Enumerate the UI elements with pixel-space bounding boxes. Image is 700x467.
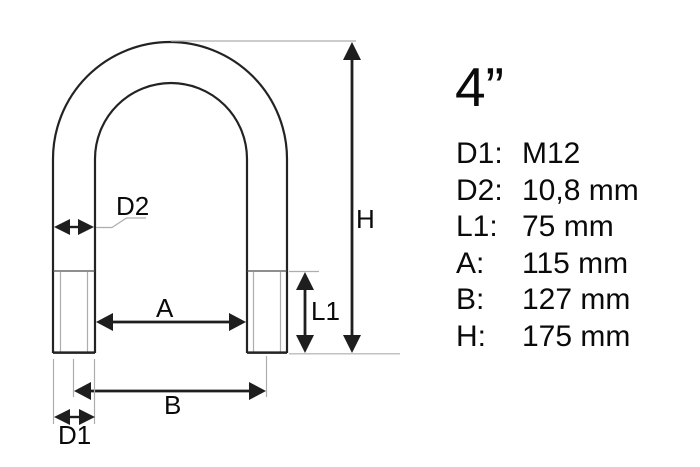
spec-value: 115 mm [522, 246, 629, 280]
left-thread-root-lines [59, 272, 89, 352]
u-bolt-drawing: D2 H L1 A [51, 40, 400, 450]
b-arrowhead-right [249, 382, 266, 400]
spec-row-b: B: 127 mm [456, 282, 639, 319]
spec-row-d1: D1: M12 [456, 136, 639, 173]
u-bolt-outer-contour [51, 40, 289, 353]
a-label: A [156, 293, 174, 323]
d2-label: D2 [116, 191, 149, 221]
spec-row-a: A: 115 mm [456, 246, 639, 283]
spec-value: 10,8 mm [522, 173, 639, 207]
h-label: H [356, 204, 375, 234]
l1-arrowhead-top [296, 272, 314, 290]
b-arrowhead-left [74, 382, 91, 400]
dimension-b: B [72, 356, 268, 420]
spec-label: D2: [456, 173, 503, 207]
spec-value: 127 mm [522, 283, 631, 316]
spec-row-h: H: 175 mm [456, 319, 639, 356]
b-label: B [164, 390, 181, 420]
h-arrowhead-top [343, 42, 361, 60]
h-arrowhead-bottom [343, 335, 361, 353]
spec-label: H: [456, 319, 486, 353]
u-bolt-inner-contour [93, 81, 249, 353]
d2-arrowhead-right [78, 219, 94, 235]
spec-table: D1: M12 D2: 10,8 mm L1: 75 mm A: 115 mm … [456, 136, 639, 355]
dimension-h: H [171, 40, 400, 355]
d2-leader-line [96, 217, 146, 229]
spec-row-l1: L1: 75 mm [456, 209, 639, 246]
d2-arrowhead-left [54, 219, 70, 235]
dimension-d2: D2 [54, 191, 149, 235]
spec-label: L1: [456, 210, 498, 243]
d1-arrowhead-right [79, 409, 95, 425]
spec-label: B: [456, 283, 485, 316]
size-title: 4” [455, 56, 504, 118]
spec-label: D1: [456, 137, 503, 170]
d1-arrowhead-left [54, 409, 70, 425]
a-arrowhead-left [96, 313, 113, 331]
dimension-l1: L1 [289, 270, 340, 353]
spec-label: A: [456, 246, 485, 280]
dimension-a: A [96, 293, 246, 331]
d1-label: D1 [58, 420, 91, 450]
a-arrowhead-right [229, 313, 246, 331]
spec-row-d2: D2: 10,8 mm [456, 173, 639, 210]
right-thread-root-lines [252, 272, 282, 352]
spec-value: 175 mm [522, 319, 631, 353]
dimension-d1: D1 [52, 359, 96, 450]
u-bolt-body [51, 40, 289, 354]
spec-value: 75 mm [522, 210, 614, 243]
l1-label: L1 [311, 296, 340, 326]
l1-arrowhead-bottom [296, 335, 314, 353]
spec-value: M12 [522, 137, 581, 170]
